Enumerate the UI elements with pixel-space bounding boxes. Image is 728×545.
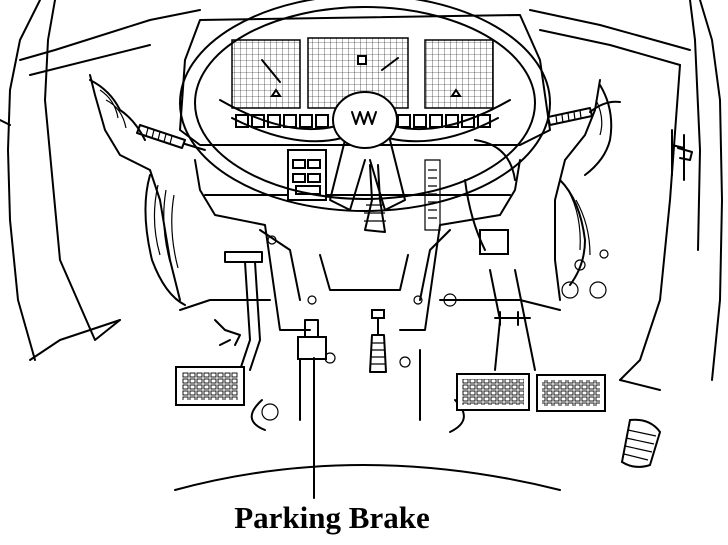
hand-throttle — [369, 309, 387, 373]
left-gauge-grid — [231, 39, 301, 109]
accelerator-pedal — [620, 418, 662, 468]
parking-brake-lever — [297, 319, 327, 499]
steering-wheel — [179, 0, 551, 212]
steering-console — [194, 139, 521, 371]
left-fender-tire — [89, 74, 186, 306]
cab-frame — [0, 0, 723, 381]
floor-area — [29, 235, 661, 491]
right-gauge-needle — [381, 57, 399, 71]
instrument-panel — [179, 14, 551, 146]
right-fender-tire — [554, 79, 613, 301]
brake-pedals — [456, 269, 606, 412]
right-gauge-grid — [424, 39, 494, 109]
clutch-pedal — [175, 319, 245, 406]
left-gauge-needle — [261, 59, 281, 83]
shift-lever — [364, 164, 386, 233]
parking-brake-label: Parking Brake — [234, 500, 430, 535]
